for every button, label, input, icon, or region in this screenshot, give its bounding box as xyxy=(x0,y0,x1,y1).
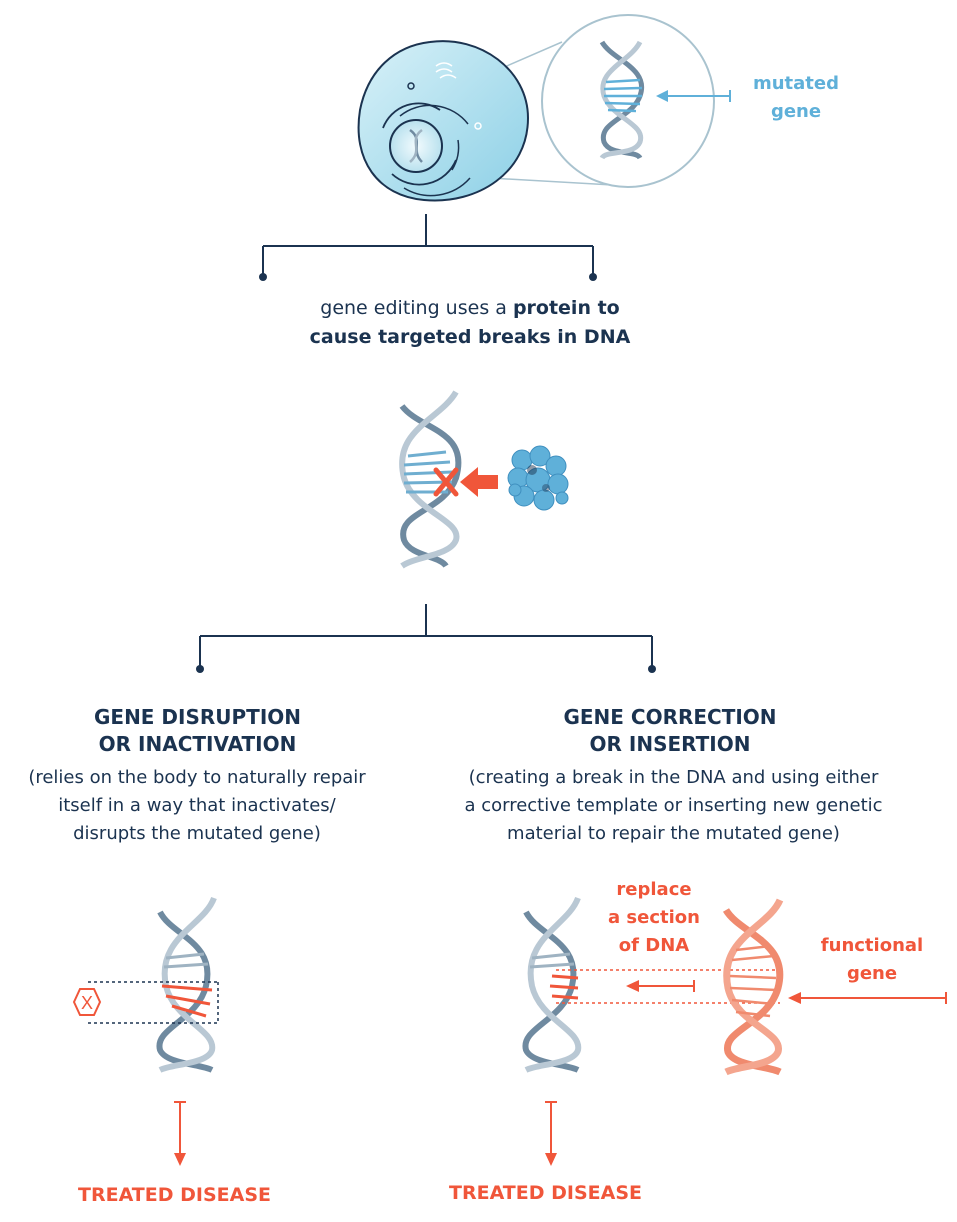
caption-bold-1: protein to xyxy=(512,297,620,319)
mutated-gene-label-line2: gene xyxy=(770,101,822,122)
right-result-arrow xyxy=(545,1101,557,1166)
functional-gene-label: functional gene xyxy=(808,932,936,988)
zoom-circle xyxy=(541,14,715,188)
mutated-dna-helix xyxy=(599,40,645,160)
disruption-region-box xyxy=(88,981,219,1024)
left-heading-line2: OR INACTIVATION xyxy=(98,732,297,756)
right-treated-disease: TREATED DISEASE xyxy=(449,1182,642,1204)
replace-section-label: replace a section of DNA xyxy=(598,876,710,960)
right-desc-line1: (creating a break in the DNA and using e… xyxy=(468,767,879,788)
mutated-pointer-arrowhead xyxy=(656,90,668,102)
right-heading-line1: GENE CORRECTION xyxy=(563,705,777,729)
targeted-dna-helix xyxy=(399,390,462,569)
replace-label-line3: of DNA xyxy=(618,935,690,956)
top-bracket xyxy=(262,214,594,276)
corrected-dna-helix xyxy=(522,896,582,1073)
protein-blob xyxy=(507,445,569,511)
left-result-arrow xyxy=(174,1101,186,1166)
left-branch-description: (relies on the body to naturally repair … xyxy=(0,764,394,848)
right-branch-heading: GENE CORRECTION OR INSERTION xyxy=(530,704,810,758)
right-heading-line2: OR INSERTION xyxy=(589,732,751,756)
caption-bold-2: cause targeted breaks in DNA xyxy=(309,326,631,348)
mutated-gene-label-line1: mutated xyxy=(752,73,840,94)
disrupted-dna-helix xyxy=(156,896,217,1073)
replace-arrow xyxy=(626,980,695,992)
functional-label-line2: gene xyxy=(846,963,898,984)
middle-bracket xyxy=(199,604,653,668)
right-desc-line2: a corrective template or inserting new g… xyxy=(464,795,883,816)
replacement-region-lines xyxy=(556,969,780,1004)
left-desc-line1: (relies on the body to naturally repair xyxy=(28,767,366,788)
break-x-mark xyxy=(433,467,459,497)
cell-illustration xyxy=(357,40,631,202)
functional-dna-helix xyxy=(722,898,784,1076)
gene-editing-caption: gene editing uses a protein to cause tar… xyxy=(190,294,750,352)
hexagon-x-label: X xyxy=(81,993,93,1013)
replace-label-line1: replace xyxy=(616,879,692,900)
replace-label-line2: a section xyxy=(608,907,700,928)
inactivation-hexagon xyxy=(72,988,102,1016)
caption-plain: gene editing uses a xyxy=(320,297,513,319)
left-treated-disease: TREATED DISEASE xyxy=(78,1184,271,1206)
functional-label-line1: functional xyxy=(820,935,924,956)
left-desc-line2: itself in a way that inactivates/ xyxy=(58,795,336,816)
right-branch-description: (creating a break in the DNA and using e… xyxy=(426,764,921,848)
functional-gene-arrow xyxy=(788,992,947,1004)
right-desc-line3: material to repair the mutated gene) xyxy=(507,823,840,844)
left-branch-heading: GENE DISRUPTION OR INACTIVATION xyxy=(60,704,335,758)
left-heading-line1: GENE DISRUPTION xyxy=(93,705,301,729)
protein-arrow xyxy=(460,467,498,497)
left-desc-line3: disrupts the mutated gene) xyxy=(73,823,321,844)
mutated-gene-label: mutated gene xyxy=(742,70,850,126)
